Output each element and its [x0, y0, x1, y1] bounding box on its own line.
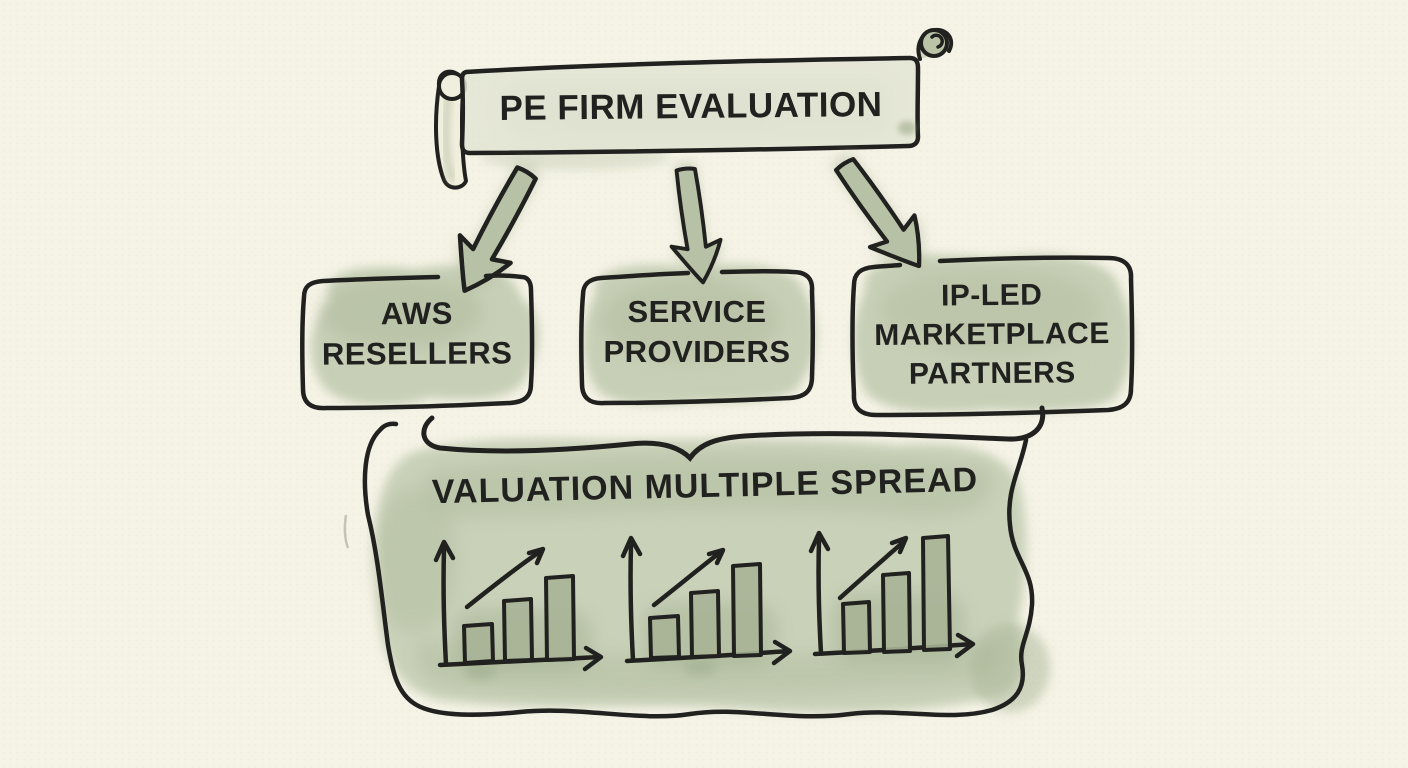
bar-chart-sketch-3 [808, 530, 976, 659]
bar [462, 622, 495, 665]
bar [921, 534, 952, 652]
node-border-aws-resellers [300, 273, 535, 411]
bar-chart-sketch-1 [433, 539, 604, 672]
node-borders [300, 255, 1135, 418]
brace [421, 405, 1046, 462]
bar [502, 597, 534, 663]
node-border-ip-led-marketplace-partners [850, 255, 1135, 418]
banner-scroll [434, 27, 954, 190]
watercolor-washes [310, 78, 1133, 714]
node-label-ip-led-marketplace-partners: IP-LED MARKETPLACE PARTNERS [874, 278, 1110, 391]
trend-arrow-icon [651, 551, 721, 608]
node-label-service-providers: SERVICE PROVIDERS [603, 294, 791, 369]
y-axis-arrow-icon [441, 546, 449, 667]
bar [841, 600, 872, 655]
banner-title: PE FIRM EVALUATION [499, 84, 883, 129]
outcome-blob-outline [362, 421, 1035, 719]
bar [881, 571, 912, 654]
y-axis-arrow-icon [816, 537, 824, 656]
node-border-service-providers [579, 269, 815, 406]
bar [544, 574, 576, 662]
bar [689, 589, 721, 659]
bar-chart-sketch-2 [620, 535, 793, 666]
trend-arrow-icon [837, 541, 904, 601]
bar [731, 562, 763, 658]
bar [648, 614, 681, 660]
y-axis-arrow-icon [628, 542, 636, 663]
trend-arrow-icon [464, 550, 541, 610]
node-label-aws-resellers: AWS RESELLERS [321, 295, 513, 372]
